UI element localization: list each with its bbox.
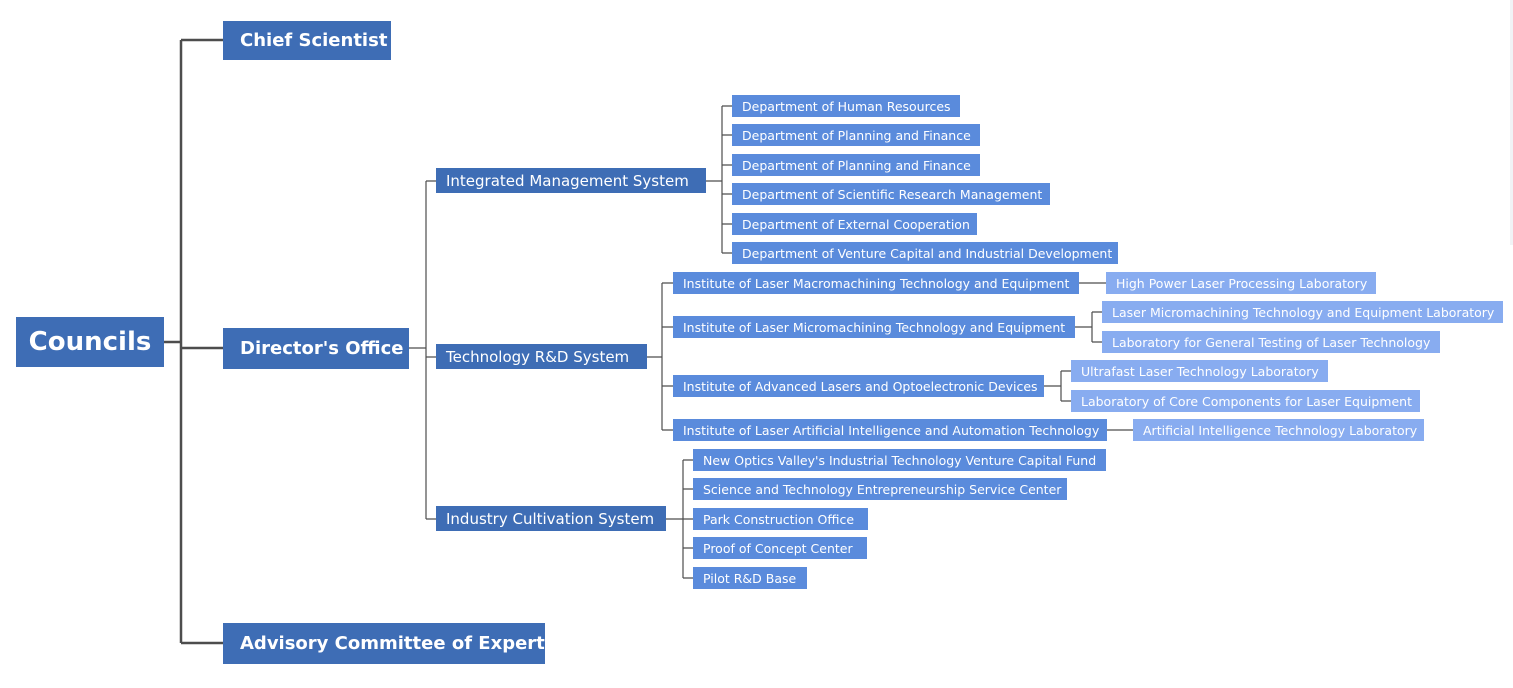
connector-industry-cultivation <box>666 459 693 579</box>
laboratory-node[interactable]: Laser Micromachining Technology and Equi… <box>1102 301 1503 323</box>
department-node[interactable]: Department of Venture Capital and Indust… <box>732 242 1118 264</box>
industry-unit-node[interactable]: Science and Technology Entrepreneurship … <box>693 478 1067 500</box>
integrated-management-node[interactable]: Integrated Management System <box>436 168 706 193</box>
directors-office-node[interactable]: Director's Office <box>223 328 409 369</box>
department-node[interactable]: Department of Scientific Research Manage… <box>732 183 1050 205</box>
laboratory-node[interactable]: Laboratory of Core Components for Laser … <box>1071 390 1420 412</box>
department-node[interactable]: Department of Planning and Finance <box>732 124 980 146</box>
connector-technology-rd <box>647 282 673 431</box>
institute-node[interactable]: Institute of Advanced Lasers and Optoele… <box>673 375 1044 397</box>
industry-unit-node[interactable]: Park Construction Office <box>693 508 868 530</box>
industry-unit-node[interactable]: Proof of Concept Center <box>693 537 867 559</box>
institute-node[interactable]: Institute of Laser Macromachining Techno… <box>673 272 1079 294</box>
laboratory-node[interactable]: Laboratory for General Testing of Laser … <box>1102 331 1440 353</box>
institute-node[interactable]: Institute of Laser Artificial Intelligen… <box>673 419 1107 441</box>
connector-institute-micromachining <box>1075 311 1102 343</box>
department-node[interactable]: Department of Planning and Finance <box>732 154 980 176</box>
industry-cultivation-node[interactable]: Industry Cultivation System <box>436 506 666 531</box>
connector-councils <box>164 38 223 645</box>
chief-scientist-node[interactable]: Chief Scientist <box>223 21 391 60</box>
advisory-committee-node[interactable]: Advisory Committee of Experts <box>223 623 555 664</box>
department-node[interactable]: Department of Human Resources <box>732 95 960 117</box>
institute-node[interactable]: Institute of Laser Micromachining Techno… <box>673 316 1075 338</box>
industry-unit-node[interactable]: New Optics Valley's Industrial Technolog… <box>693 449 1106 471</box>
industry-unit-node[interactable]: Pilot R&D Base <box>693 567 807 589</box>
scrollbar-edge <box>1510 0 1513 245</box>
department-node[interactable]: Department of External Cooperation <box>732 213 977 235</box>
councils-node[interactable]: Councils <box>16 317 164 367</box>
laboratory-node[interactable]: Ultrafast Laser Technology Laboratory <box>1071 360 1328 382</box>
laboratory-node[interactable]: Artificial Intelligence Technology Labor… <box>1133 419 1424 441</box>
laboratory-node[interactable]: High Power Laser Processing Laboratory <box>1106 272 1376 294</box>
connector-directors-office <box>409 180 436 520</box>
connector-integrated-management <box>706 105 732 254</box>
connector-institute-advanced-lasers <box>1044 370 1071 402</box>
technology-rd-node[interactable]: Technology R&D System <box>436 344 647 369</box>
